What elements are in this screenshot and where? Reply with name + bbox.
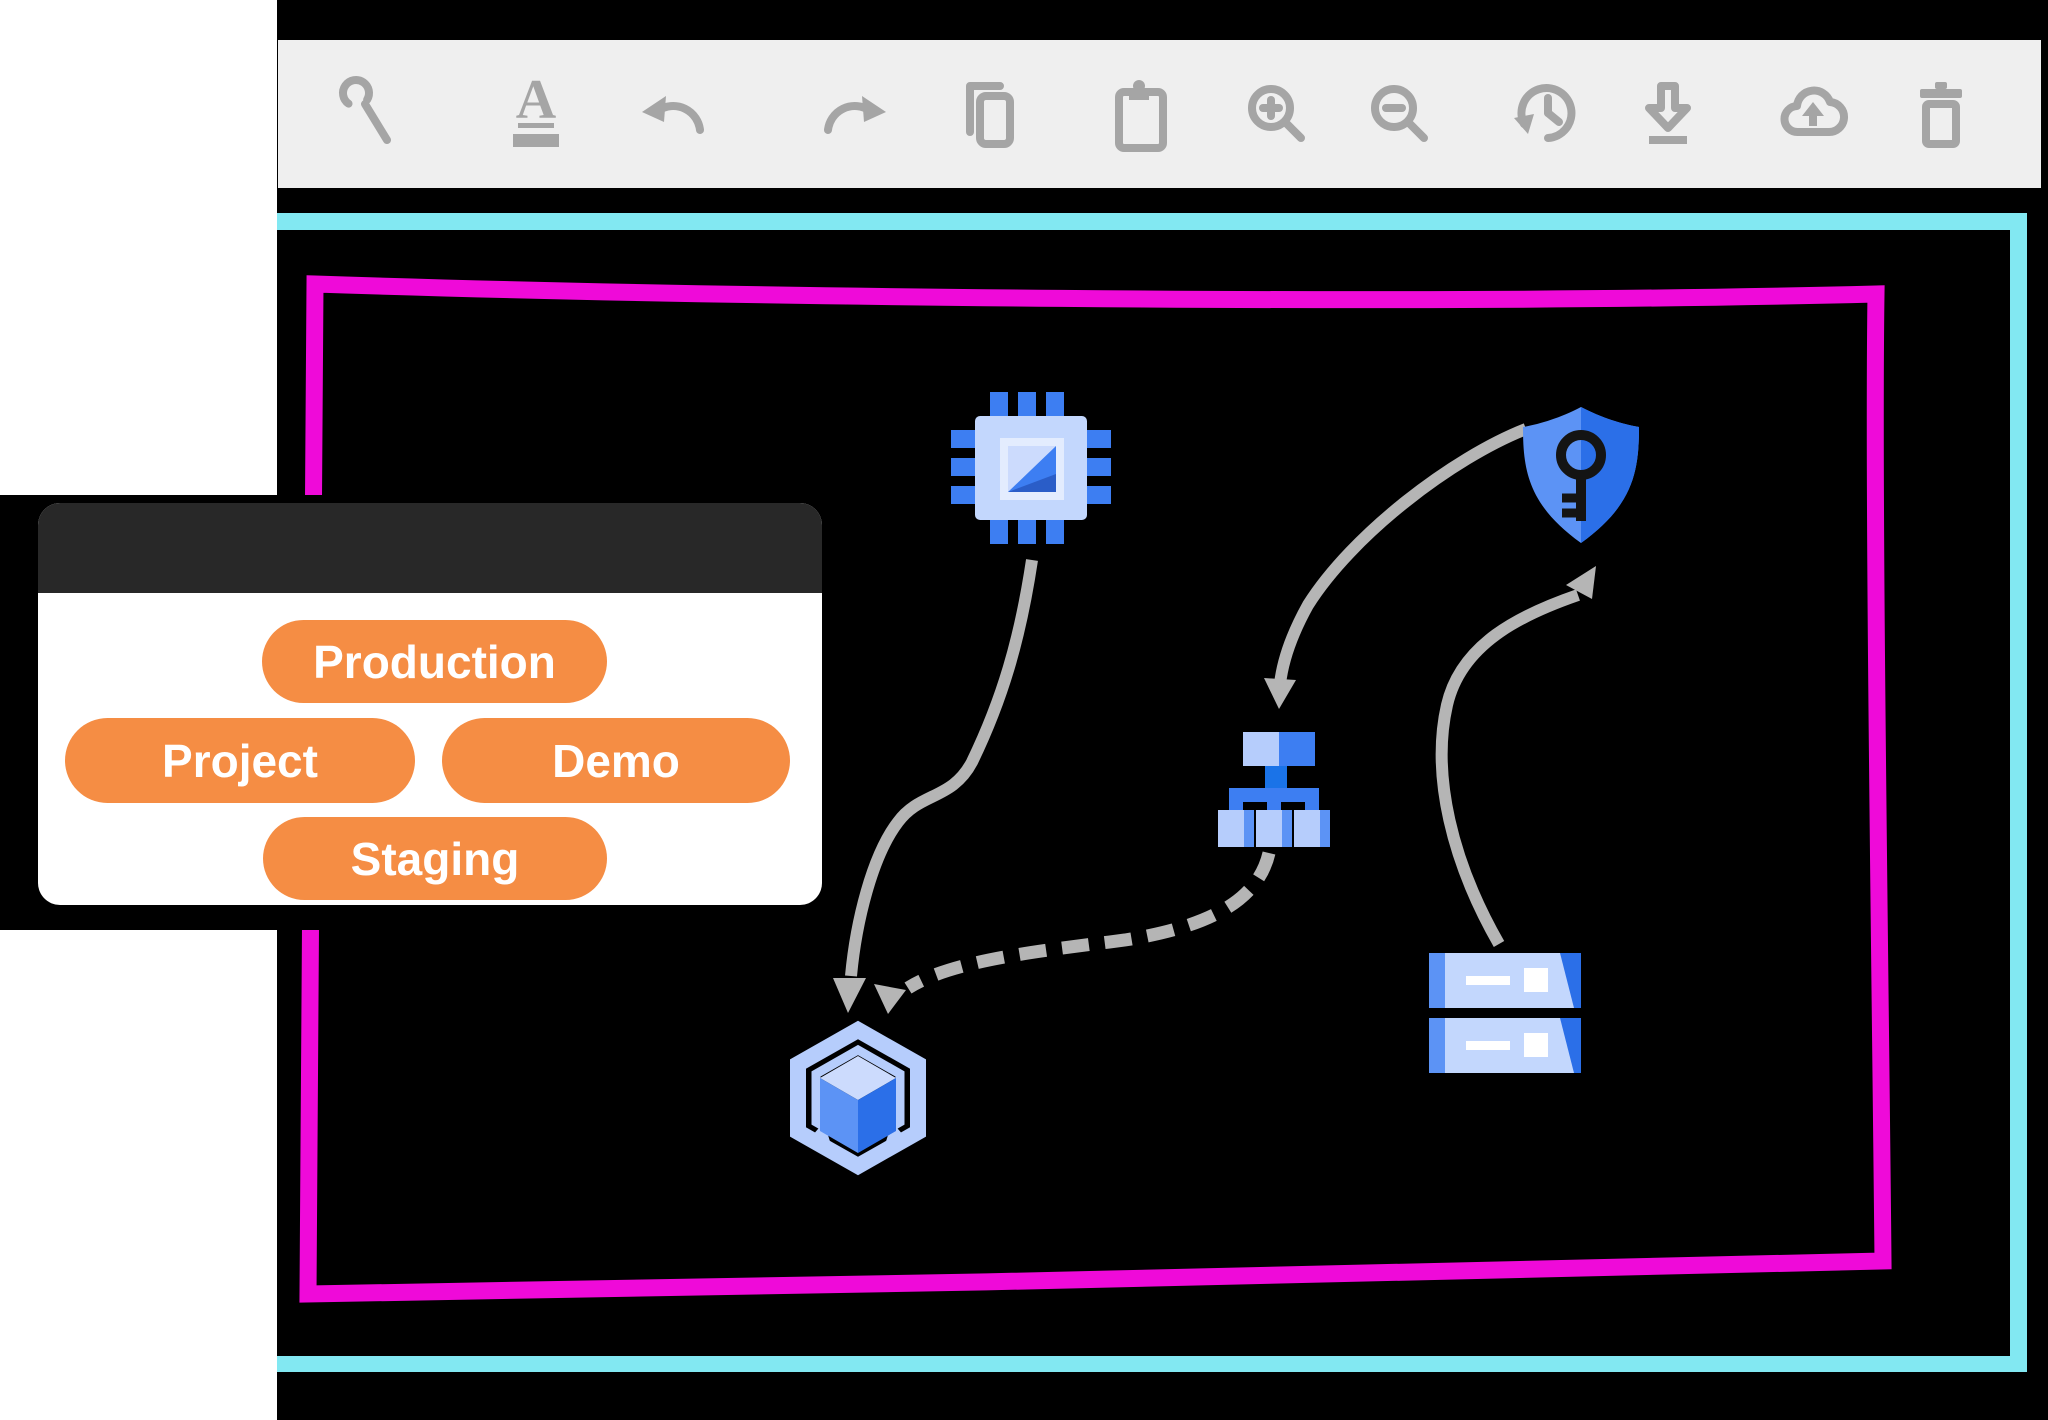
paste-icon [1115, 80, 1167, 152]
redo-icon [824, 96, 886, 134]
copy-button[interactable] [940, 66, 1036, 162]
pill-project[interactable]: Project [65, 718, 415, 803]
font-style-button[interactable]: A [488, 66, 584, 162]
resource-hierarchy-icon[interactable] [1218, 732, 1330, 847]
paste-button[interactable] [1091, 66, 1187, 162]
security-shield-key-icon[interactable] [1523, 407, 1639, 543]
copy-icon [966, 82, 1014, 148]
svg-text:A: A [516, 69, 557, 131]
history-clock-icon [1514, 84, 1576, 142]
server-rack-icon[interactable] [1429, 953, 1581, 1073]
gke-container-icon[interactable] [790, 1020, 926, 1176]
zoom-out-icon [1371, 85, 1428, 142]
delete-button[interactable] [1893, 66, 1989, 162]
download-button[interactable] [1620, 66, 1716, 162]
zoom-in-icon [1248, 85, 1305, 142]
undo-icon [642, 96, 704, 134]
zoom-out-button[interactable] [1352, 66, 1448, 162]
trash-icon [1920, 82, 1962, 148]
toolbar: A [278, 40, 2041, 188]
left-margin-top [0, 0, 277, 495]
compute-chip-icon[interactable] [951, 392, 1111, 544]
pill-staging[interactable]: Staging [263, 817, 607, 900]
arrowhead [874, 984, 906, 1014]
arrowhead [1264, 678, 1296, 709]
font-color-icon: A [513, 69, 559, 147]
zoom-in-button[interactable] [1229, 66, 1325, 162]
environment-panel: Production Project Demo Staging [38, 503, 822, 905]
panel-title-bar [38, 503, 822, 593]
connector-hierarchy-to-gke[interactable] [874, 851, 1276, 1014]
cloud-upload-button[interactable] [1765, 66, 1861, 162]
magenta-frame[interactable] [299, 275, 1892, 1303]
download-icon [1645, 82, 1691, 144]
wrench-icon [339, 76, 391, 144]
redo-button[interactable] [804, 66, 900, 162]
history-button[interactable] [1498, 66, 1594, 162]
arrowhead [1566, 566, 1596, 599]
connector-servers-to-shield[interactable] [1435, 566, 1596, 947]
undo-button[interactable] [628, 66, 724, 162]
connector-shield-to-hierarchy[interactable] [1264, 423, 1529, 709]
left-margin-bottom [0, 928, 277, 1420]
wrench-tool-button[interactable] [323, 66, 419, 162]
pill-production[interactable]: Production [262, 620, 607, 703]
pill-demo[interactable]: Demo [442, 718, 790, 803]
arrowhead [833, 978, 866, 1013]
cloud-upload-icon [1780, 86, 1849, 136]
connector-chip-to-gke[interactable] [833, 559, 1038, 1013]
cyan-frame [276, 213, 2027, 1372]
